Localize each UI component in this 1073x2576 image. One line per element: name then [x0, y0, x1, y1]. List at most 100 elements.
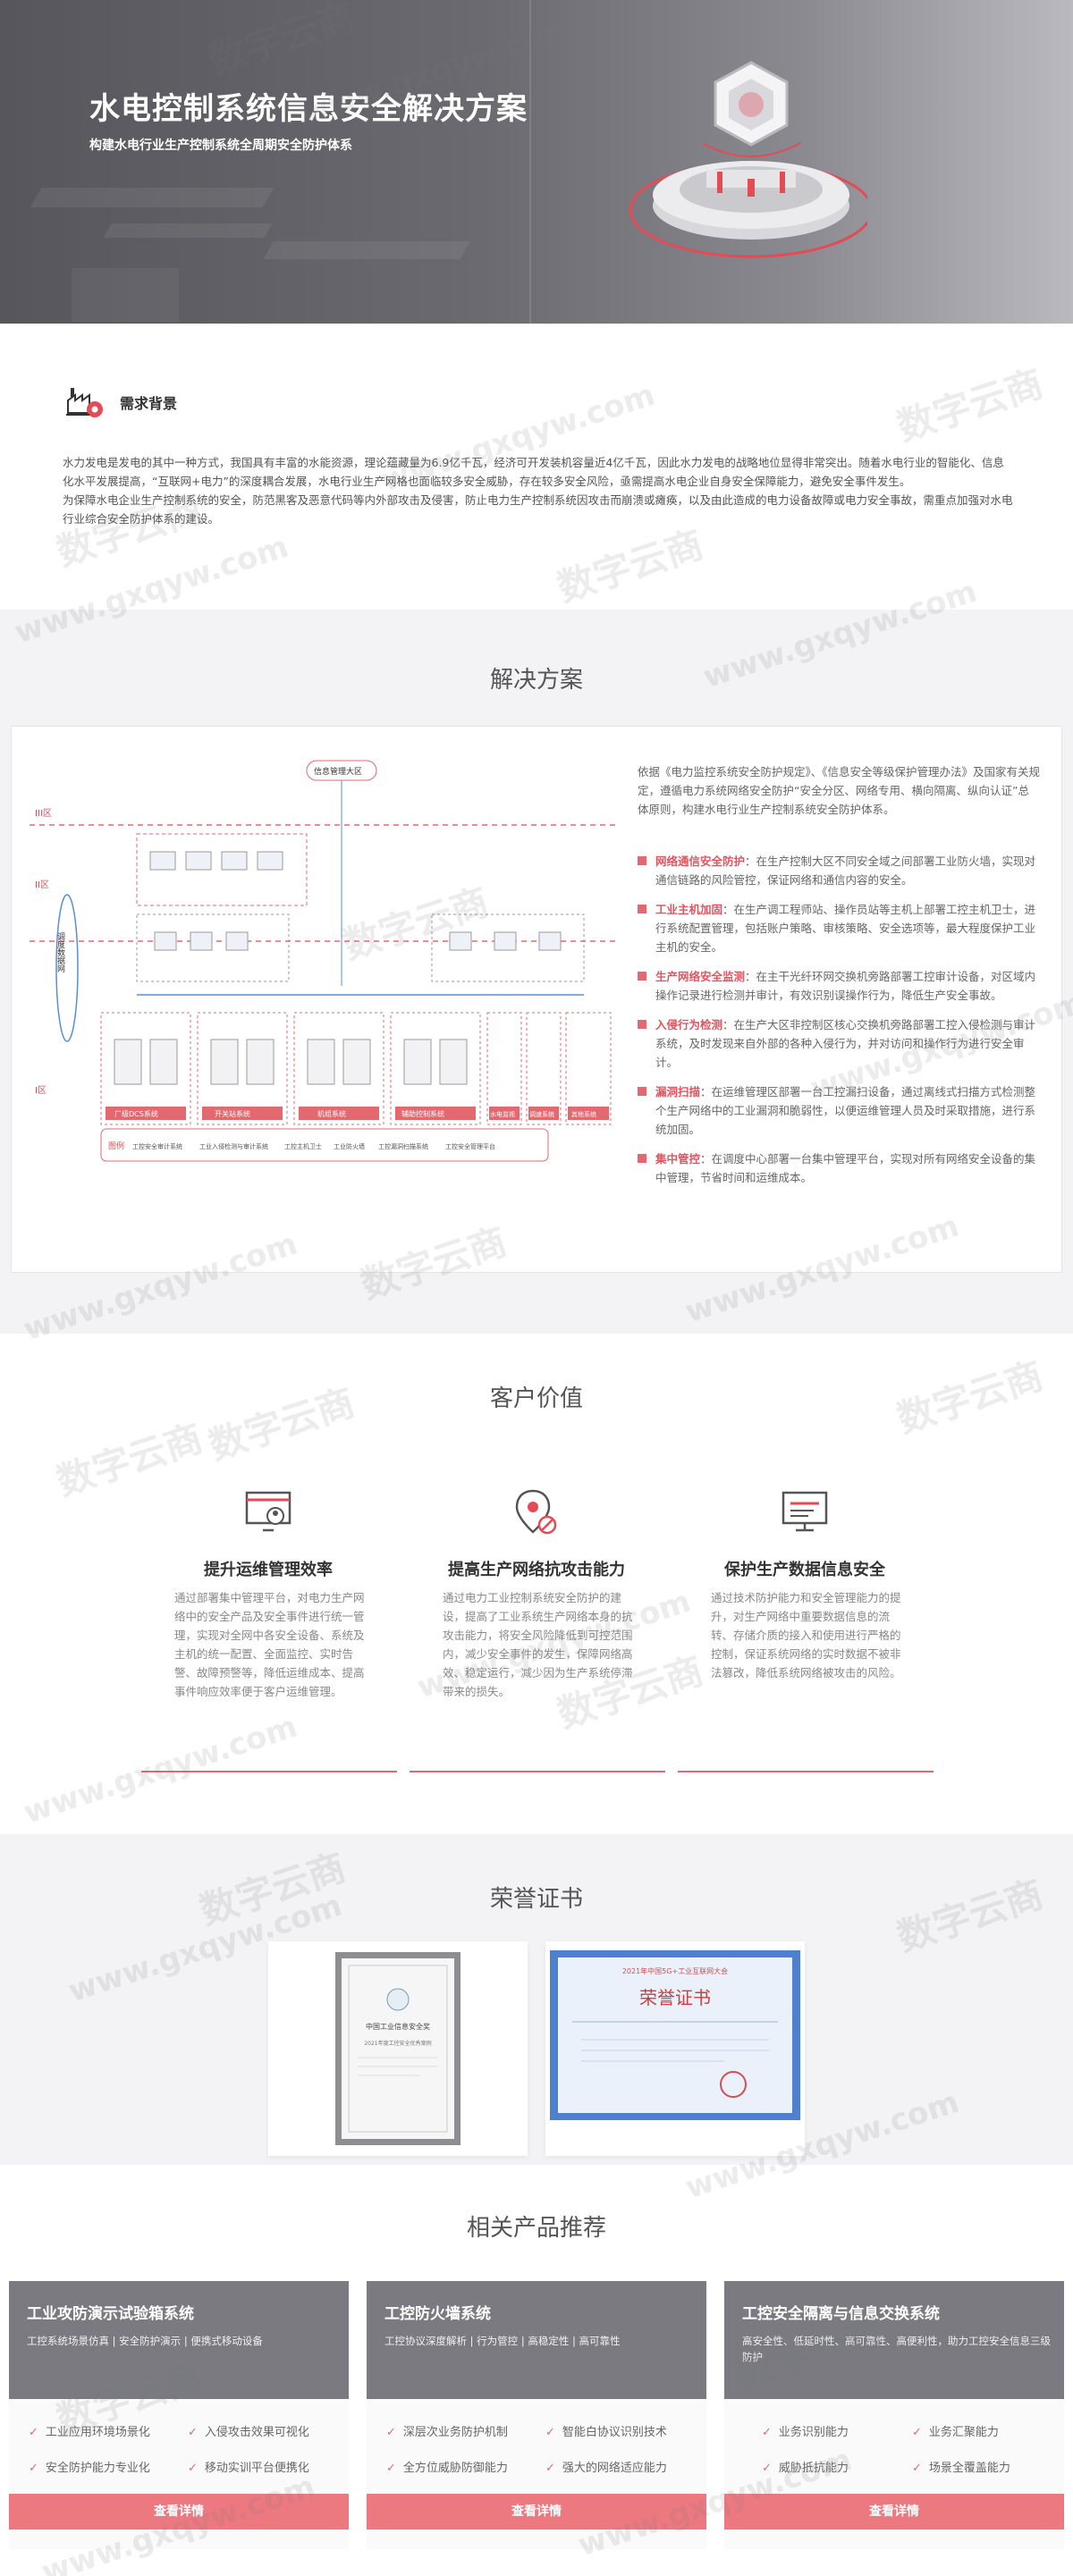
product-feature-label: 威胁抵抗能力 — [778, 2462, 849, 2475]
value-item-title: 保护生产数据信息安全 — [724, 1561, 885, 1579]
certificate-image: 2021年中国5G+工业互联网大会 荣誉证书 — [550, 1950, 800, 2120]
legend-item: 工控安全审计系统 — [132, 1142, 182, 1150]
station-label: 辅助控制系统 — [401, 1109, 444, 1118]
product-feature-label: 智能白协议识别技术 — [562, 2426, 667, 2439]
solution-point-name: 工业主机加固 — [655, 903, 723, 916]
check-icon: ✓ — [762, 2426, 772, 2439]
view-details-button[interactable]: 查看详情 — [9, 2494, 349, 2530]
value-divider — [410, 1771, 665, 1772]
solution-point: 集中管控：在调度中心部署一台集中管理平台，实现对所有网络安全设备的集中管理，节省… — [638, 1149, 1040, 1187]
product-feature: ✓工业应用环境场景化 — [29, 2422, 150, 2439]
product-feature-label: 业务识别能力 — [778, 2426, 849, 2439]
station-label: 开关站系统 — [215, 1109, 250, 1118]
station-label: 水电监视 — [490, 1110, 515, 1118]
solution-point-text: ：在主干光纤环网交换机旁路部署工控审计设备，对区域内操作记录进行检测并审计，有效… — [655, 970, 1036, 1002]
certificate-caption: 2021年中国5G+工业互联网大会 — [622, 1966, 728, 1975]
solution-point: 生产网络安全监测：在主干光纤环网交换机旁路部署工控审计设备，对区域内操作记录进行… — [638, 967, 1040, 1005]
product-feature: ✓ 威胁抵抗能力 — [762, 2458, 849, 2475]
solution-title: 解决方案 — [489, 667, 583, 694]
product-feature: ✓ 业务汇聚能力 — [912, 2422, 999, 2439]
legend-item: 工控主机卫士 — [284, 1142, 322, 1150]
check-icon: ✓ — [29, 2462, 38, 2475]
legend-item: 工业入侵检测与审计系统 — [199, 1142, 268, 1150]
legend-item: 工控安全管理平台 — [445, 1142, 495, 1150]
product-feature-label: 安全防护能力专业化 — [45, 2462, 150, 2475]
certificate-caption: 2021年度工控安全优秀案例 — [364, 2040, 431, 2047]
value-item-title: 提升运维管理效率 — [204, 1561, 333, 1579]
station-label: 机组系统 — [317, 1109, 346, 1118]
solution-point-name: 入侵行为检测 — [655, 1018, 723, 1031]
product-name: 工业攻防演示试验箱系统 — [27, 2305, 194, 2323]
check-icon: ✓ — [545, 2426, 555, 2439]
products-title: 相关产品推荐 — [466, 2215, 606, 2242]
station-label: 调速系统 — [529, 1110, 554, 1118]
value-divider — [141, 1771, 397, 1772]
product-name: 工控安全隔离与信息交换系统 — [742, 2305, 940, 2323]
product-feature: ✓深层次业务防护机制 — [386, 2422, 508, 2439]
check-icon: ✓ — [545, 2462, 555, 2475]
products-section: 相关产品推荐 工业攻防演示试验箱系统 工控系统场景仿真 | 安全防护演示 | 便… — [0, 2165, 1073, 2576]
station-label: 厂级DCS系统 — [114, 1109, 158, 1118]
product-feature: ✓ 业务识别能力 — [762, 2422, 849, 2439]
product-card: 工业攻防演示试验箱系统 工控系统场景仿真 | 安全防护演示 | 便携式移动设备 … — [9, 2281, 349, 2549]
solution-card: III区 II区 I区 调度数据网 信息管理大区 — [11, 726, 1062, 1273]
product-feature: ✓ 安全防护能力专业化 — [29, 2458, 150, 2475]
solution-section: 解决方案 III区 II区 I区 调度数据网 信息管理大区 — [0, 610, 1073, 1334]
hero-subtitle: 构建水电行业生产控制系统全周期安全防护体系 — [89, 139, 352, 153]
check-icon: ✓ — [188, 2426, 198, 2439]
product-card: 工控防火墙系统 工控协议深度解析 | 行为管控 | 高稳定性 | 高可靠性 ✓深… — [367, 2281, 706, 2549]
zone-label-1: I区 — [35, 1085, 46, 1096]
view-details-button[interactable]: 查看详情 — [367, 2494, 706, 2530]
background-section: 需求背景 水力发电是发电的其中一种方式，我国具有丰富的水能资源，理论蕴藏量为6.… — [0, 324, 1073, 610]
solution-point-name: 网络通信安全防护 — [655, 854, 746, 868]
certificate-heading: 中国工业信息安全奖 — [366, 2022, 430, 2031]
legend-item: 工业防火墙 — [334, 1142, 365, 1150]
certificate-heading: 荣誉证书 — [639, 1987, 711, 2008]
product-feature-label: 入侵攻击效果可视化 — [204, 2426, 309, 2439]
background-paragraph: 水力发电是发电的其中一种方式，我国具有丰富的水能资源，理论蕴藏量为6.9亿千瓦，… — [63, 456, 1004, 488]
certificate-card[interactable]: 中国工业信息安全奖 2021年度工控安全优秀案例 — [268, 1941, 528, 2156]
solution-point-text: ：在生产调工程师站、操作员站等主机上部署工控主机卫士，进行系统配置管理，包括账户… — [655, 903, 1036, 954]
product-feature-label: 场景全覆盖能力 — [928, 2462, 1010, 2475]
solution-point-name: 生产网络安全监测 — [655, 970, 746, 983]
honors-section: 荣誉证书 中国工业信息安全奖 2021年度工控安全优秀案例 2021年中国5G+… — [0, 1834, 1073, 2165]
product-feature-label: 业务汇聚能力 — [928, 2426, 999, 2439]
check-icon: ✓ — [188, 2462, 198, 2475]
hero-illustration — [629, 61, 867, 258]
check-icon: ✓ — [762, 2462, 772, 2475]
solution-points: 网络通信安全防护：在生产控制大区不同安全域之间部署工业防火墙，实现对通信链路的风… — [638, 852, 1040, 1198]
view-details-button[interactable]: 查看详情 — [724, 2494, 1064, 2530]
product-feature: ✓ 强大的网络适应能力 — [545, 2458, 667, 2475]
hero-banner: 水电控制系统信息安全解决方案 构建水电行业生产控制系统全周期安全防护体系 — [0, 0, 1073, 324]
product-feature-label: 强大的网络适应能力 — [562, 2462, 667, 2475]
hero-title: 水电控制系统信息安全解决方案 — [89, 91, 528, 127]
product-feature: ✓ 移动实训平台便携化 — [188, 2458, 309, 2475]
solution-point: 入侵行为检测：在生产大区非控制区核心交换机旁路部署工控入侵检测与审计系统，及时发… — [638, 1015, 1040, 1072]
factory-gear-icon — [66, 388, 103, 417]
product-tagline: 高安全性、低延时性、高可靠性、高便利性，助力工控安全信息三级防护 — [742, 2335, 1051, 2363]
product-feature-label: 移动实训平台便携化 — [204, 2462, 309, 2475]
product-card: 工控安全隔离与信息交换系统 高安全性、低延时性、高可靠性、高便利性，助力工控安全… — [724, 2281, 1064, 2549]
value-item-desc: 通过电力工业控制系统安全防护的建设，提高了工业系统生产网络本身的抗攻击能力，将安… — [443, 1591, 633, 1698]
value-title: 客户价值 — [489, 1385, 583, 1412]
background-paragraph: 为保障水电企业生产控制系统的安全，防范黑客及恶意代码等内外部攻击及侵害，防止电力… — [63, 493, 1013, 526]
product-feature: ✓全方位威胁防御能力 — [386, 2458, 508, 2475]
solution-point-name: 漏洞扫描 — [655, 1085, 701, 1099]
value-divider — [678, 1771, 934, 1772]
value-item-desc: 通过技术防护能力和安全管理能力的提升，对生产网络中重要数据信息的流转、存储介质的… — [711, 1591, 901, 1679]
zone-label-2: II区 — [35, 880, 49, 890]
monitor-chart-icon — [782, 1491, 828, 1532]
location-shield-icon — [515, 1489, 557, 1535]
monitor-user-icon — [245, 1491, 291, 1532]
value-item-title: 提高生产网络抗攻击能力 — [448, 1561, 625, 1579]
station-boxes: 厂级DCS系统 开关站系统 机组系统 辅助控制系统 水电监视 调速系统 其他系统 — [100, 1012, 612, 1125]
product-header: 工控防火墙系统 工控协议深度解析 | 行为管控 | 高稳定性 | 高可靠性 — [367, 2281, 706, 2399]
certificate-card[interactable]: 2021年中国5G+工业互联网大会 荣誉证书 — [545, 1941, 805, 2156]
check-icon: ✓ — [912, 2426, 922, 2439]
solution-point-text: ：在调度中心部署一台集中管理平台，实现对所有网络安全设备的集中管理，节省时间和运… — [655, 1152, 1036, 1184]
solution-point: 工业主机加固：在生产调工程师站、操作员站等主机上部署工控主机卫士，进行系统配置管… — [638, 900, 1040, 956]
value-section: 客户价值 提升运维管理效率 通过部署集中管理平台，对电力生产网络中的安全产品及安… — [0, 1334, 1073, 1834]
background-text: 水力发电是发电的其中一种方式，我国具有丰富的水能资源，理论蕴藏量为6.9亿千瓦，… — [63, 453, 1015, 528]
honors-title: 荣誉证书 — [489, 1886, 583, 1913]
check-icon: ✓ — [386, 2426, 396, 2439]
